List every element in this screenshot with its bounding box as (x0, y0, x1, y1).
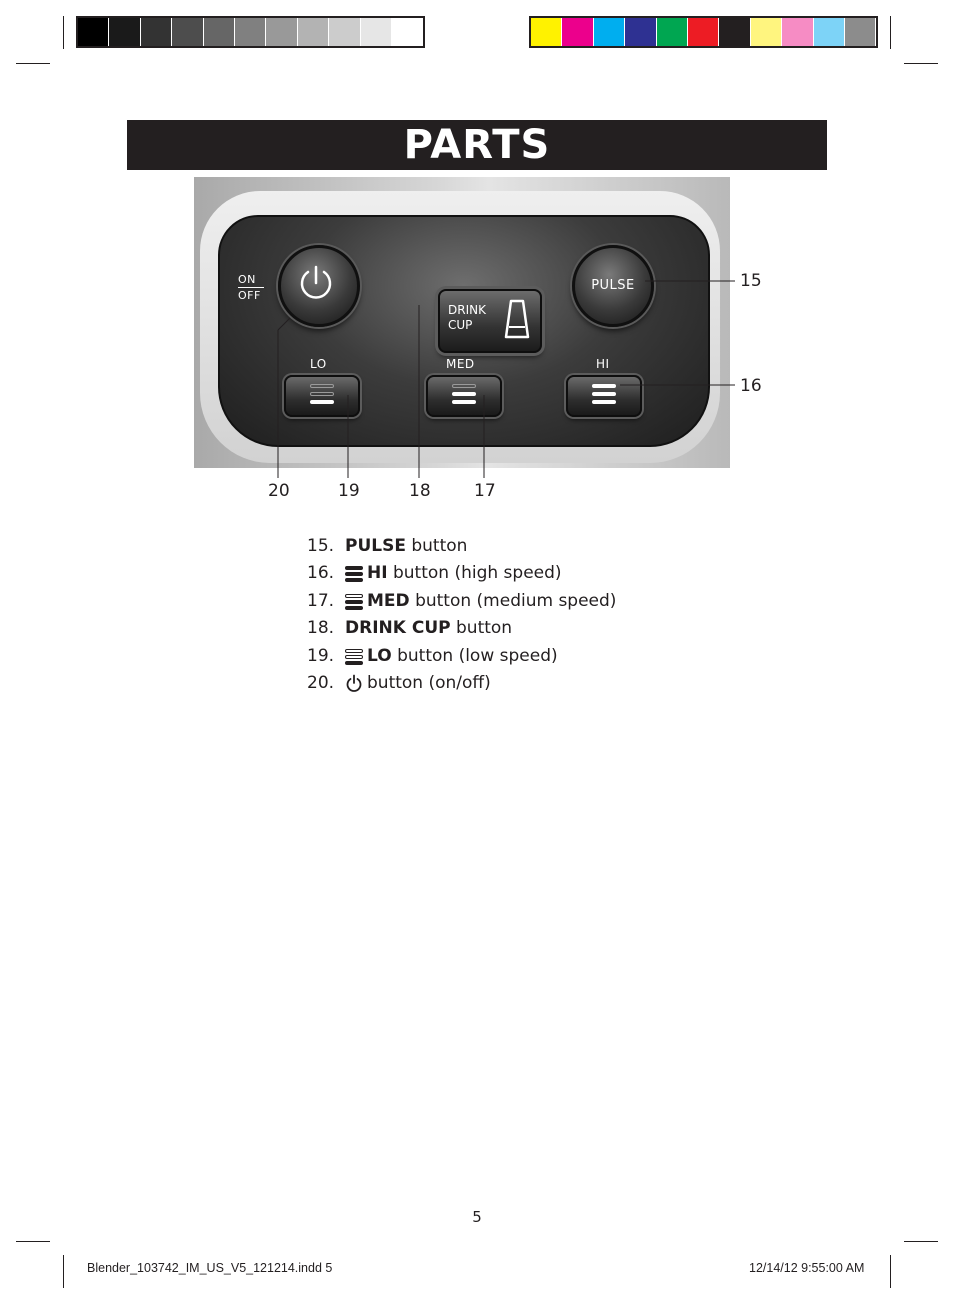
part-desc: button (411, 536, 468, 556)
color-swatch (266, 18, 298, 46)
color-swatch (813, 18, 845, 46)
color-swatch (140, 18, 173, 46)
color-swatch (562, 18, 594, 46)
page-number: 5 (472, 1208, 482, 1226)
color-swatch (391, 18, 424, 46)
parts-list: 15. PULSE button 16. HI button (high spe… (307, 534, 727, 698)
crop-mark (904, 1241, 938, 1242)
grayscale-bar (76, 16, 426, 48)
on-off-label: ON OFF (238, 273, 264, 302)
list-item: 18. DRINK CUP button (307, 616, 727, 643)
list-item: 17. MED button (medium speed) (307, 589, 727, 616)
speed-med-icon (345, 592, 363, 610)
speed-hi-icon (592, 384, 616, 408)
color-swatch (203, 18, 235, 46)
part-number: 15. (307, 536, 335, 556)
lo-button[interactable] (284, 375, 360, 417)
list-item: 16. HI button (high speed) (307, 561, 727, 588)
part-number: 16. (307, 563, 335, 584)
panel-face: ON OFF DRINK CUP PULSE LO (218, 215, 710, 447)
page-title: PARTS (403, 122, 551, 168)
control-panel-illustration: ON OFF DRINK CUP PULSE LO (194, 177, 730, 468)
list-item: 19. LO button (low speed) (307, 644, 727, 671)
lo-label: LO (310, 357, 327, 371)
part-desc: button (456, 618, 513, 639)
file-slug: Blender_103742_IM_US_V5_121214.indd 5 (87, 1261, 333, 1275)
color-swatch (360, 18, 392, 46)
callout-20: 20 (268, 481, 290, 501)
part-number: 18. (307, 618, 335, 639)
drink-label-line1: DRINK (448, 303, 486, 317)
color-bar (529, 16, 879, 48)
color-swatch (656, 18, 688, 46)
crop-mark (63, 16, 64, 49)
crop-mark (904, 63, 938, 64)
date-slug: 12/14/12 9:55:00 AM (749, 1261, 865, 1275)
color-swatch (782, 18, 814, 46)
part-number: 20. (307, 672, 335, 693)
callout-17: 17 (474, 481, 496, 501)
part-desc: button (high speed) (392, 563, 562, 584)
crop-mark (890, 1255, 891, 1288)
pulse-label: PULSE (591, 278, 635, 293)
color-swatch (172, 18, 204, 46)
part-name: LO (367, 645, 392, 666)
part-desc: button (medium speed) (415, 590, 617, 611)
crop-mark (63, 1255, 64, 1288)
pulse-button[interactable]: PULSE (572, 245, 654, 327)
cup-icon (504, 299, 530, 339)
speed-med-icon (452, 384, 476, 408)
color-swatch (531, 18, 563, 46)
hi-button[interactable] (566, 375, 642, 417)
color-swatch (109, 18, 141, 46)
part-name: DRINK CUP (345, 618, 451, 639)
drink-label-line2: CUP (448, 318, 473, 332)
title-banner: PARTS (127, 120, 827, 170)
callout-18: 18 (409, 481, 431, 501)
color-swatch (234, 18, 267, 46)
part-number: 17. (307, 590, 335, 611)
power-icon (300, 265, 332, 299)
list-item: 15. PULSE button (307, 534, 727, 561)
color-swatch (593, 18, 626, 46)
color-swatch (719, 18, 751, 46)
color-swatch (297, 18, 330, 46)
crop-mark (16, 1241, 50, 1242)
crop-mark (890, 16, 891, 49)
color-swatch (329, 18, 361, 46)
power-button[interactable] (278, 245, 360, 327)
med-button[interactable] (426, 375, 502, 417)
part-desc: button (on/off) (367, 672, 491, 693)
on-label: ON (238, 273, 256, 286)
color-swatch (78, 18, 110, 46)
part-name: HI (367, 563, 388, 584)
part-number: 19. (307, 645, 335, 666)
callout-leader-lines (277, 280, 735, 478)
off-label: OFF (238, 289, 261, 302)
speed-hi-icon (345, 564, 363, 583)
callout-19: 19 (338, 481, 360, 501)
callout-15: 15 (740, 271, 762, 291)
callout-16: 16 (740, 376, 762, 396)
color-swatch (750, 18, 783, 46)
speed-lo-icon (345, 647, 363, 665)
speed-lo-icon (310, 384, 334, 408)
power-icon (346, 674, 362, 692)
color-swatch (687, 18, 720, 46)
color-swatch (844, 18, 877, 46)
part-desc: button (low speed) (397, 645, 558, 666)
drink-cup-label: DRINK CUP (448, 303, 502, 333)
med-label: MED (446, 357, 475, 371)
part-name: MED (367, 590, 410, 611)
on-off-divider (238, 287, 264, 288)
hi-label: HI (596, 357, 610, 371)
crop-mark (16, 63, 50, 64)
drink-cup-button[interactable]: DRINK CUP (438, 289, 542, 353)
color-swatch (625, 18, 657, 46)
list-item: 20. button (on/off) (307, 671, 727, 698)
part-name: PULSE (345, 536, 406, 556)
